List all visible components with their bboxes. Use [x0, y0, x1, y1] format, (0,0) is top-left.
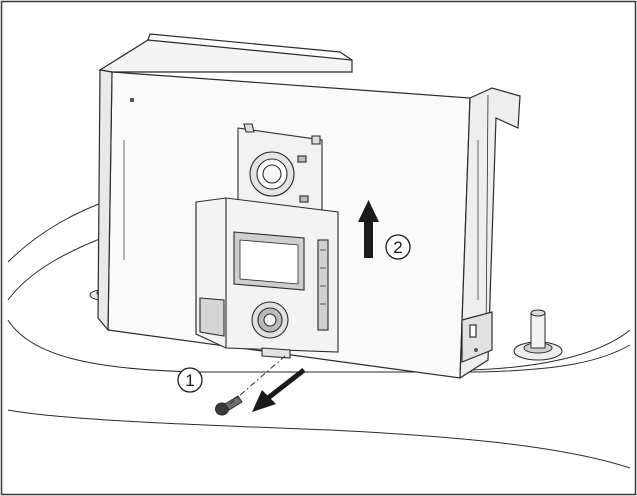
callout-2: 2	[385, 234, 411, 260]
right-standoff	[513, 309, 563, 361]
callout-1: 1	[177, 367, 203, 393]
arrow-down-left-icon	[252, 368, 306, 412]
callout-1-label: 1	[185, 371, 194, 390]
arrow-up-icon	[358, 200, 379, 258]
speaker-module	[237, 123, 323, 215]
fixing-screw	[215, 395, 243, 416]
callout-2-label: 2	[393, 238, 402, 257]
alignment-line	[229, 355, 286, 405]
display-module	[195, 197, 339, 359]
